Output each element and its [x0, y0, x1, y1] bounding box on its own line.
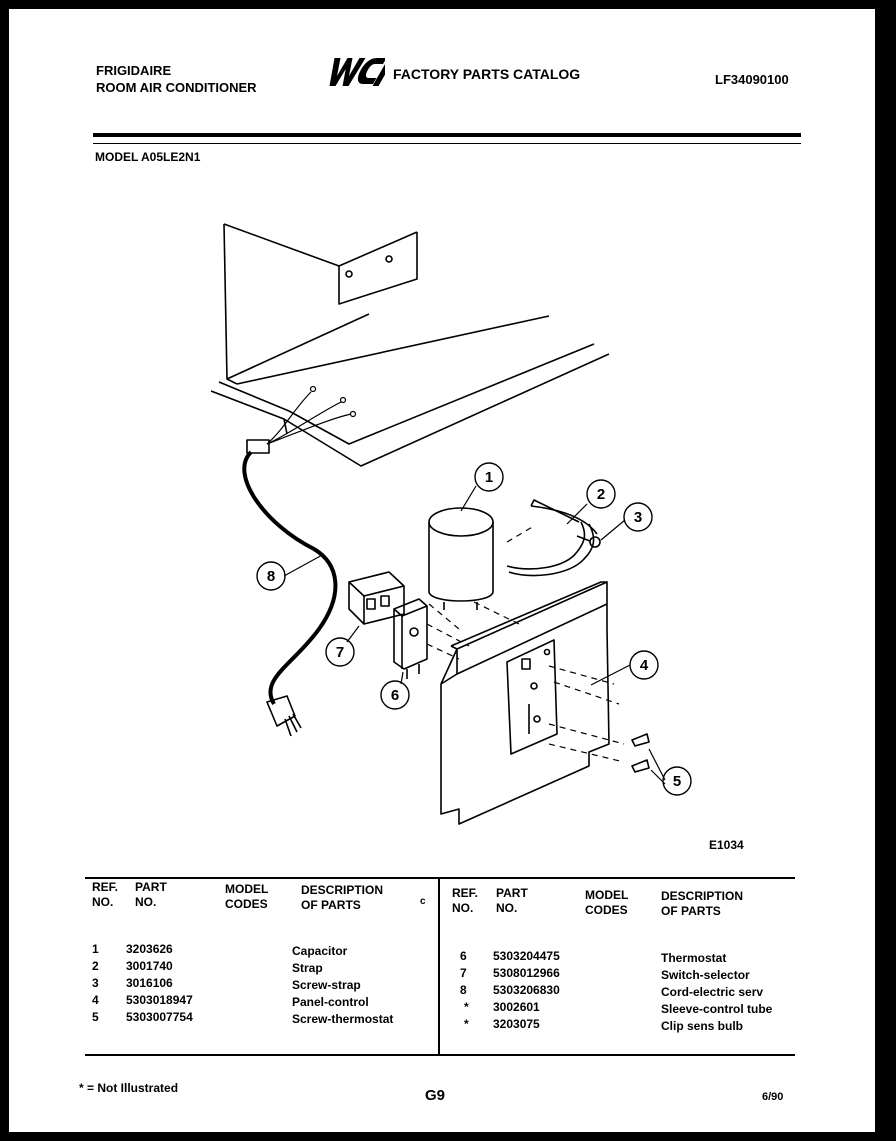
row-part-right: 5303204475	[493, 949, 560, 963]
header-part: PART	[135, 880, 167, 894]
revision-date: 6/90	[762, 1091, 784, 1103]
header-description-right: DESCRIPTION	[661, 889, 744, 903]
callout-circles	[256, 462, 692, 796]
row-desc: Panel-control	[292, 995, 369, 1009]
catalog-title: FACTORY PARTS CATALOG	[393, 66, 581, 82]
header-rule-thin	[93, 143, 801, 144]
row-part: 5303007754	[126, 1010, 193, 1024]
row-desc-right: Switch-selector	[661, 968, 750, 982]
callout-7: 7	[336, 644, 344, 661]
callout-2: 2	[597, 486, 605, 503]
row-part-right: 5303206830	[493, 983, 560, 997]
row-part: 3203626	[126, 942, 173, 956]
row-desc: Screw-strap	[292, 978, 361, 992]
row-part-right: 5308012966	[493, 966, 560, 980]
tick-mark: c	[420, 896, 426, 907]
row-part: 5303018947	[126, 993, 193, 1007]
table-bottom-rule	[85, 1054, 795, 1056]
row-part: 3001740	[126, 959, 173, 973]
thermostat	[393, 598, 428, 679]
row-ref: 2	[92, 959, 99, 973]
cord-connector	[246, 439, 270, 454]
brand-name: FRIGIDAIRE	[96, 63, 172, 78]
product-line: ROOM AIR CONDITIONER	[96, 80, 257, 95]
header-part-no: NO.	[135, 895, 157, 909]
assembly-lines	[426, 525, 625, 763]
header-rule-thick	[93, 133, 801, 137]
selector-switch	[348, 571, 405, 625]
row-ref: 1	[92, 942, 99, 956]
cabinet-housing	[210, 223, 610, 467]
header-description: DESCRIPTION	[301, 883, 384, 897]
row-desc: Screw-thermostat	[292, 1012, 394, 1026]
header-ref-right: REF.	[452, 886, 479, 900]
row-part-right: 3203075	[493, 1017, 540, 1031]
callout-1: 1	[485, 469, 493, 486]
figure-id: E1034	[709, 838, 744, 852]
exploded-parts-diagram: 1 2 3 4 5 6 7 8	[210, 223, 692, 825]
page-number: G9	[425, 1087, 446, 1104]
row-ref-right: *	[464, 1017, 469, 1031]
capacitor	[428, 507, 494, 610]
header-ref-no: NO.	[92, 895, 114, 909]
header-part-right: PART	[496, 886, 528, 900]
document-number: LF34090100	[715, 72, 789, 87]
row-ref: 4	[92, 993, 99, 1007]
header-ref: REF.	[92, 880, 119, 894]
catalog-page: FRIGIDAIRE ROOM AIR CONDITIONER FACTORY …	[9, 9, 875, 1132]
header-codes-right: CODES	[585, 903, 628, 917]
header-of-parts-right: OF PARTS	[661, 904, 721, 918]
header-part-no-right: NO.	[496, 901, 518, 915]
model-number: MODEL A05LE2N1	[95, 150, 201, 164]
callout-6: 6	[391, 687, 399, 704]
callout-3: 3	[634, 509, 642, 526]
header-model: MODEL	[225, 882, 269, 896]
header-model-right: MODEL	[585, 888, 629, 902]
wci-logo	[329, 58, 385, 86]
row-ref-right: 8	[460, 983, 467, 997]
callout-4: 4	[640, 657, 649, 674]
row-desc: Strap	[292, 961, 323, 975]
power-cord	[242, 450, 338, 706]
strap-screw	[576, 535, 601, 548]
header-of-parts: OF PARTS	[301, 898, 361, 912]
callout-5: 5	[673, 773, 681, 790]
row-ref-right: 6	[460, 949, 467, 963]
header-ref-no-right: NO.	[452, 901, 474, 915]
row-part-right: 3002601	[493, 1000, 540, 1014]
thermostat-screws	[631, 733, 650, 773]
control-panel	[440, 581, 610, 825]
row-part: 3016106	[126, 976, 173, 990]
table-top-rule	[85, 877, 795, 879]
power-plug	[266, 695, 302, 737]
row-ref: 3	[92, 976, 99, 990]
row-desc: Capacitor	[292, 944, 348, 958]
table-divider	[438, 877, 440, 1055]
row-desc-right: Cord-electric serv	[661, 985, 764, 999]
wire-leads	[266, 385, 357, 445]
row-desc-right: Sleeve-control tube	[661, 1002, 773, 1016]
header-codes: CODES	[225, 897, 268, 911]
row-desc-right: Thermostat	[661, 951, 727, 965]
callout-leaders	[283, 485, 666, 785]
callout-8: 8	[267, 568, 275, 585]
row-ref-right: 7	[460, 966, 467, 980]
row-desc-right: Clip sens bulb	[661, 1019, 744, 1033]
row-ref-right: *	[464, 1000, 469, 1014]
row-ref: 5	[92, 1010, 99, 1024]
footnote: * = Not Illustrated	[79, 1081, 179, 1095]
